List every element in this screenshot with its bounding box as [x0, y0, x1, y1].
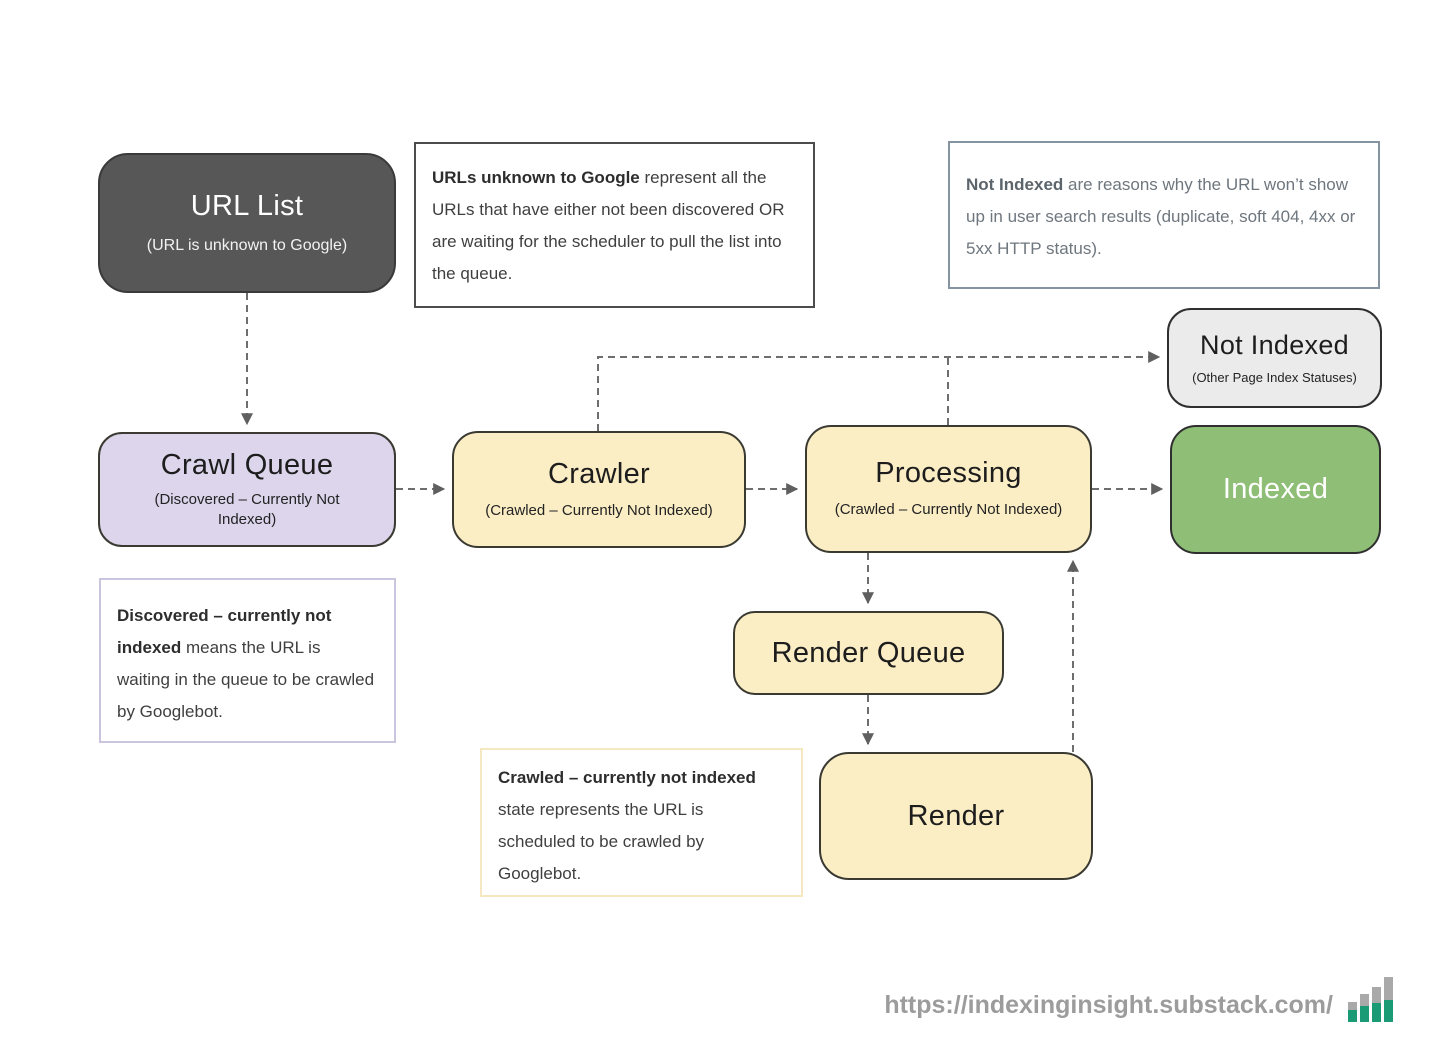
node-url-list-subtitle: (URL is unknown to Google): [146, 236, 348, 254]
node-crawl-queue-title: Crawl Queue: [160, 448, 334, 481]
bar-chart-icon: [1348, 977, 1393, 1022]
note-not-indexed-text: Not Indexed are reasons why the URL won’…: [966, 169, 1362, 265]
node-render: Render: [819, 752, 1093, 880]
node-render-queue-title: Render Queue: [771, 636, 966, 669]
bar-chart-icon-bar: [1348, 1002, 1357, 1022]
bar-chart-icon-bar: [1384, 977, 1393, 1022]
note-urls-unknown-text: URLs unknown to Google represent all the…: [432, 162, 797, 290]
note-crawled-text: Crawled – currently not indexed state re…: [498, 762, 785, 890]
node-indexed-title: Indexed: [1222, 473, 1329, 505]
note-discovered: Discovered – currently not indexed means…: [99, 578, 396, 743]
note-discovered-body: means the URL is waiting in the queue to…: [117, 637, 375, 721]
note-discovered-lead: Discovered – currently not indexed: [117, 606, 332, 657]
arrow-crawler-to-not-indexed: [597, 351, 1161, 431]
node-render-title: Render: [907, 799, 1005, 832]
node-processing: Processing (Crawled – Currently Not Inde…: [805, 425, 1092, 553]
note-crawled-lead: Crawled – currently not indexed: [498, 768, 756, 787]
node-crawler: Crawler (Crawled – Currently Not Indexed…: [452, 431, 746, 548]
node-not-indexed-title: Not Indexed: [1200, 329, 1349, 360]
node-url-list: URL List (URL is unknown to Google): [98, 153, 396, 293]
node-not-indexed: Not Indexed (Other Page Index Statuses): [1167, 308, 1382, 408]
note-not-indexed-body: are reasons why the URL won’t show up in…: [966, 175, 1356, 258]
note-not-indexed: Not Indexed are reasons why the URL won’…: [948, 141, 1380, 289]
node-not-indexed-subtitle: (Other Page Index Statuses): [1192, 369, 1357, 385]
node-crawl-queue: Crawl Queue (Discovered – Currently Not …: [98, 432, 396, 547]
node-render-queue: Render Queue: [733, 611, 1004, 695]
bar-chart-icon-bar: [1360, 994, 1369, 1022]
node-url-list-title: URL List: [190, 189, 304, 222]
note-urls-unknown: URLs unknown to Google represent all the…: [414, 142, 815, 308]
node-processing-title: Processing: [875, 457, 1022, 490]
footer: https://indexinginsight.substack.com/: [884, 977, 1393, 1022]
bar-chart-icon-bar: [1372, 987, 1381, 1022]
note-urls-unknown-body: represent all the URLs that have either …: [432, 168, 785, 283]
node-processing-subtitle: (Crawled – Currently Not Indexed): [834, 501, 1063, 519]
note-not-indexed-lead: Not Indexed: [966, 175, 1064, 194]
note-crawled: Crawled – currently not indexed state re…: [480, 748, 803, 897]
node-crawler-subtitle: (Crawled – Currently Not Indexed): [485, 501, 713, 519]
note-discovered-text: Discovered – currently not indexed means…: [117, 600, 378, 728]
note-urls-unknown-lead: URLs unknown to Google: [432, 168, 640, 187]
note-crawled-body: state represents the URL is scheduled to…: [498, 799, 705, 883]
node-indexed: Indexed: [1170, 425, 1381, 554]
node-crawler-title: Crawler: [548, 457, 650, 490]
node-crawl-queue-subtitle: (Discovered – Currently Not Indexed): [154, 490, 340, 528]
footer-url: https://indexinginsight.substack.com/: [884, 991, 1333, 1019]
